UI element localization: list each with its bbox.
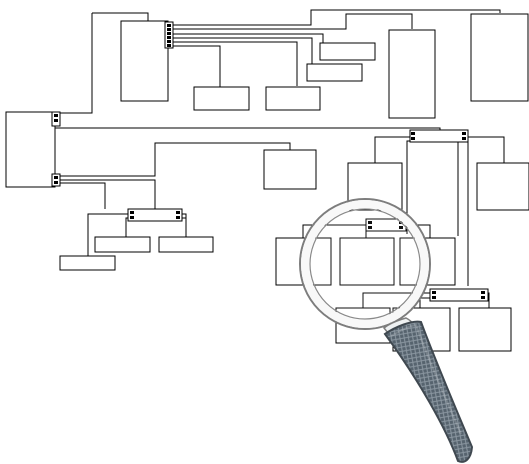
node-box <box>388 29 436 119</box>
port <box>411 137 415 140</box>
port <box>54 176 58 179</box>
port <box>368 221 372 224</box>
node-box <box>59 255 116 271</box>
port <box>167 40 171 43</box>
port <box>54 181 58 184</box>
connection-line <box>92 12 149 24</box>
port <box>130 211 134 214</box>
magnifier-lens <box>299 198 431 330</box>
connection-line <box>168 41 298 86</box>
port <box>54 114 58 117</box>
port <box>54 119 58 122</box>
magnifier-handle-highlight <box>390 323 462 435</box>
port <box>481 296 485 299</box>
port <box>167 36 171 39</box>
port <box>167 32 171 35</box>
connection-line <box>181 213 187 237</box>
port-strip <box>429 288 489 302</box>
connection-line <box>168 9 501 26</box>
magnifier-ring-inner-edge <box>309 208 421 320</box>
connection-line <box>168 45 221 87</box>
port <box>167 28 171 31</box>
connection-line <box>455 140 459 236</box>
port <box>368 226 372 229</box>
port <box>432 291 436 294</box>
port <box>481 291 485 294</box>
port-strip <box>51 173 61 187</box>
connection-line <box>302 224 366 238</box>
port <box>462 132 466 135</box>
magnifier-ring <box>301 200 429 328</box>
port <box>176 211 180 214</box>
connection-line <box>55 182 106 209</box>
node-box <box>120 20 169 102</box>
port-strip <box>127 208 183 222</box>
connection-line <box>87 213 128 258</box>
port <box>411 132 415 135</box>
port <box>399 226 403 229</box>
node-box <box>319 42 376 61</box>
port <box>130 216 134 219</box>
connection-line <box>168 33 324 43</box>
node-box <box>193 86 250 111</box>
node-shapes <box>5 13 529 352</box>
node-box <box>476 162 529 211</box>
magnifier-handle <box>383 320 474 463</box>
port <box>462 137 466 140</box>
port-strip <box>409 129 469 143</box>
connection-line <box>55 142 291 177</box>
connection-lines <box>55 9 505 308</box>
connection-line <box>374 136 410 163</box>
port <box>432 296 436 299</box>
node-box <box>265 86 321 111</box>
connection-line <box>55 179 156 209</box>
connection-line <box>468 136 505 163</box>
node-box <box>5 111 56 188</box>
port <box>167 24 171 27</box>
connection-line <box>168 37 313 64</box>
node-box <box>339 237 395 286</box>
node-box <box>458 307 512 352</box>
connection-line <box>55 127 441 130</box>
connection-line <box>362 292 430 308</box>
port <box>167 44 171 47</box>
node-box <box>158 236 214 253</box>
node-box <box>263 149 317 190</box>
magnifier-icon <box>299 198 474 463</box>
connection-line <box>419 297 430 308</box>
node-box <box>306 63 363 82</box>
node-box <box>94 236 151 253</box>
connection-line <box>55 13 93 114</box>
node-box <box>470 13 529 102</box>
connection-line <box>168 13 413 30</box>
port <box>176 216 180 219</box>
